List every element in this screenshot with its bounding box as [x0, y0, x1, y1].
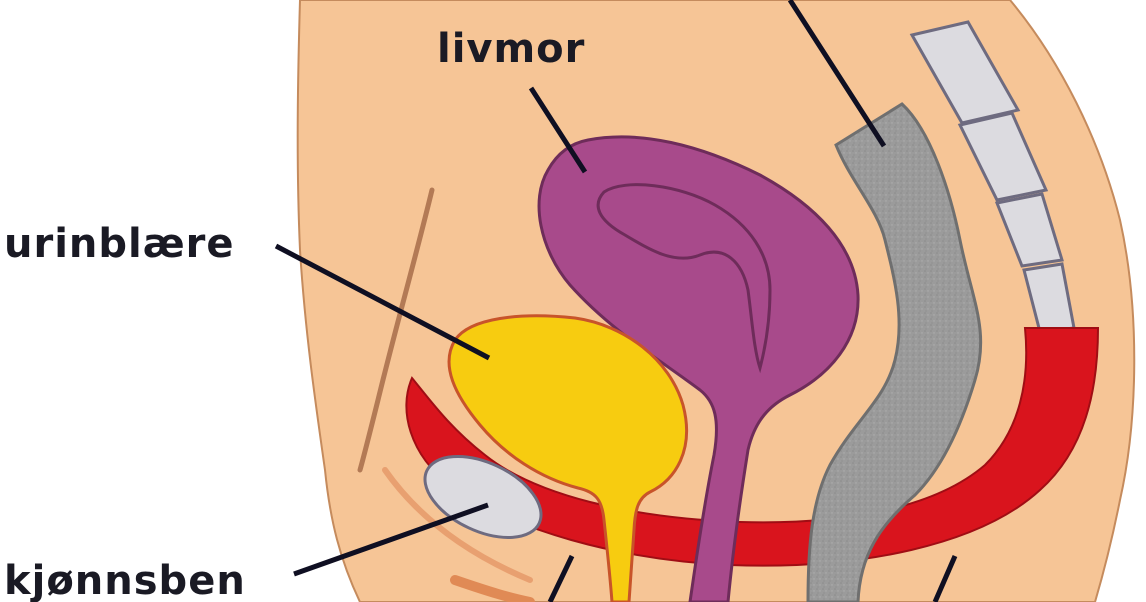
vertebra [994, 192, 1064, 268]
label-livmor: livmor [437, 26, 585, 72]
leader-line-kjonnsben [293, 502, 489, 577]
vertebra [909, 20, 1021, 125]
vertebra [957, 111, 1049, 202]
leader-line-urinblaere [274, 243, 491, 361]
uterine-cavity [596, 183, 772, 374]
leader-line-livmor [528, 86, 588, 174]
urinary-bladder [447, 314, 689, 602]
leader-line-bottom-left [547, 554, 575, 602]
label-urinblaere: urinblære [4, 221, 235, 267]
leader-line-bottom-right [932, 555, 958, 602]
abdomen-crease [357, 187, 435, 473]
pelvic-floor-muscle [405, 327, 1100, 567]
label-kjonnsben: kjønnsben [4, 558, 246, 602]
spine [909, 20, 1076, 334]
rectum [806, 102, 983, 602]
leader-lines [274, 0, 958, 602]
skin-fold-shadow [450, 575, 535, 602]
uterus [537, 135, 860, 602]
skin-fold [382, 467, 533, 583]
leader-line-top [787, 0, 887, 148]
